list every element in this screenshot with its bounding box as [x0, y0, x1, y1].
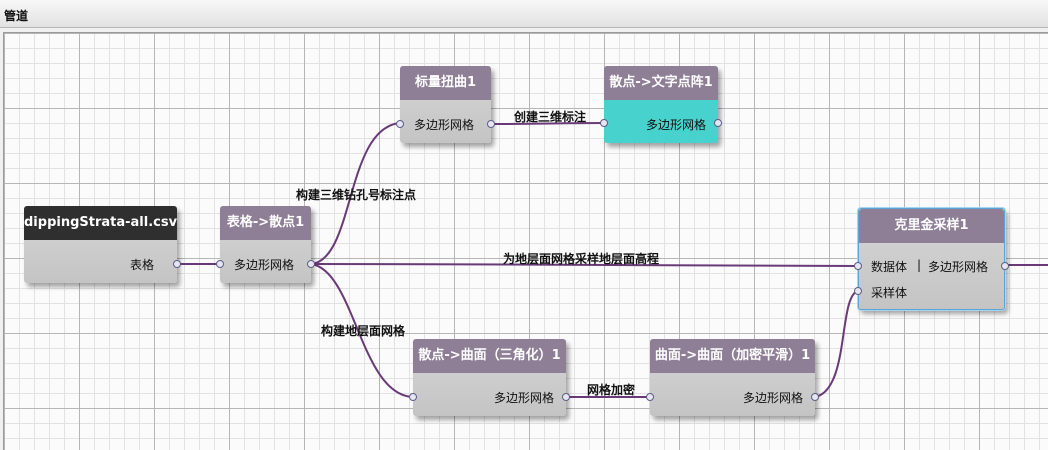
edge-label-create-3d-label: 创建三维标注: [514, 110, 587, 124]
node-table-to-points[interactable]: 表格->散点1 多边形网格: [216, 206, 315, 283]
output-port[interactable]: [307, 260, 315, 268]
output-port[interactable]: [487, 120, 495, 128]
port-label-sample-volume: 采样体: [871, 286, 908, 300]
node-points-to-text[interactable]: 散点->文字点阵1 多边形网格: [600, 66, 722, 143]
node-csv-source[interactable]: dippingStrata-all.csv 表格: [24, 206, 181, 283]
port-label-polygon-mesh: 多边形网格: [742, 391, 803, 405]
input-port-sample-volume[interactable]: [854, 287, 862, 295]
node-points-to-surface[interactable]: 散点->曲面（三角化）1 多边形网格: [409, 339, 570, 416]
node-scalar-warp[interactable]: 标量扭曲1 多边形网格: [396, 66, 495, 143]
output-port[interactable]: [1001, 262, 1009, 270]
output-port[interactable]: [714, 119, 722, 127]
input-port[interactable]: [600, 119, 608, 127]
input-port[interactable]: [396, 120, 404, 128]
node-title: dippingStrata-all.csv: [24, 206, 177, 240]
node-title: 散点->文字点阵1: [604, 66, 718, 100]
input-port[interactable]: [409, 393, 417, 401]
port-label-polygon-mesh: 多边形网格: [414, 118, 475, 132]
port-separator: |: [917, 258, 922, 272]
input-port[interactable]: [646, 393, 654, 401]
node-title: 曲面->曲面（加密平滑）1: [650, 339, 815, 373]
output-port[interactable]: [562, 393, 570, 401]
output-port[interactable]: [811, 393, 819, 401]
output-port[interactable]: [173, 260, 181, 268]
port-label-polygon-mesh: 多边形网格: [645, 118, 706, 132]
edge-label-build-surface-mesh: 构建地层面网格: [321, 324, 406, 338]
node-kriging-sampling[interactable]: 克里金采样1 数据体 | 多边形网格 采样体: [854, 208, 1009, 310]
node-title: 克里金采样1: [859, 209, 1004, 243]
edge-label-sample-elevation: 为地层面网格采样地层面高程: [503, 252, 660, 266]
edge-label-build-borehole-labels: 构建三维钻孔号标注点: [296, 188, 417, 202]
node-title: 表格->散点1: [220, 206, 311, 240]
panel-title: 管道: [4, 9, 29, 23]
input-port[interactable]: [216, 260, 224, 268]
port-label-table: 表格: [129, 258, 154, 272]
node-surface-refine[interactable]: 曲面->曲面（加密平滑）1 多边形网格: [646, 339, 819, 416]
edge-label-mesh-refine: 网格加密: [587, 383, 636, 397]
port-label-polygon-mesh: 多边形网格: [234, 258, 295, 272]
node-title: 散点->曲面（三角化）1: [413, 339, 566, 373]
node-title: 标量扭曲1: [400, 66, 491, 100]
pipeline-panel-titlebar: 管道: [0, 0, 1048, 28]
port-label-polygon-mesh: 多边形网格: [928, 260, 989, 274]
port-label-data-volume: 数据体: [871, 260, 908, 274]
input-port-data-volume[interactable]: [854, 262, 862, 270]
port-label-polygon-mesh: 多边形网格: [493, 391, 554, 405]
